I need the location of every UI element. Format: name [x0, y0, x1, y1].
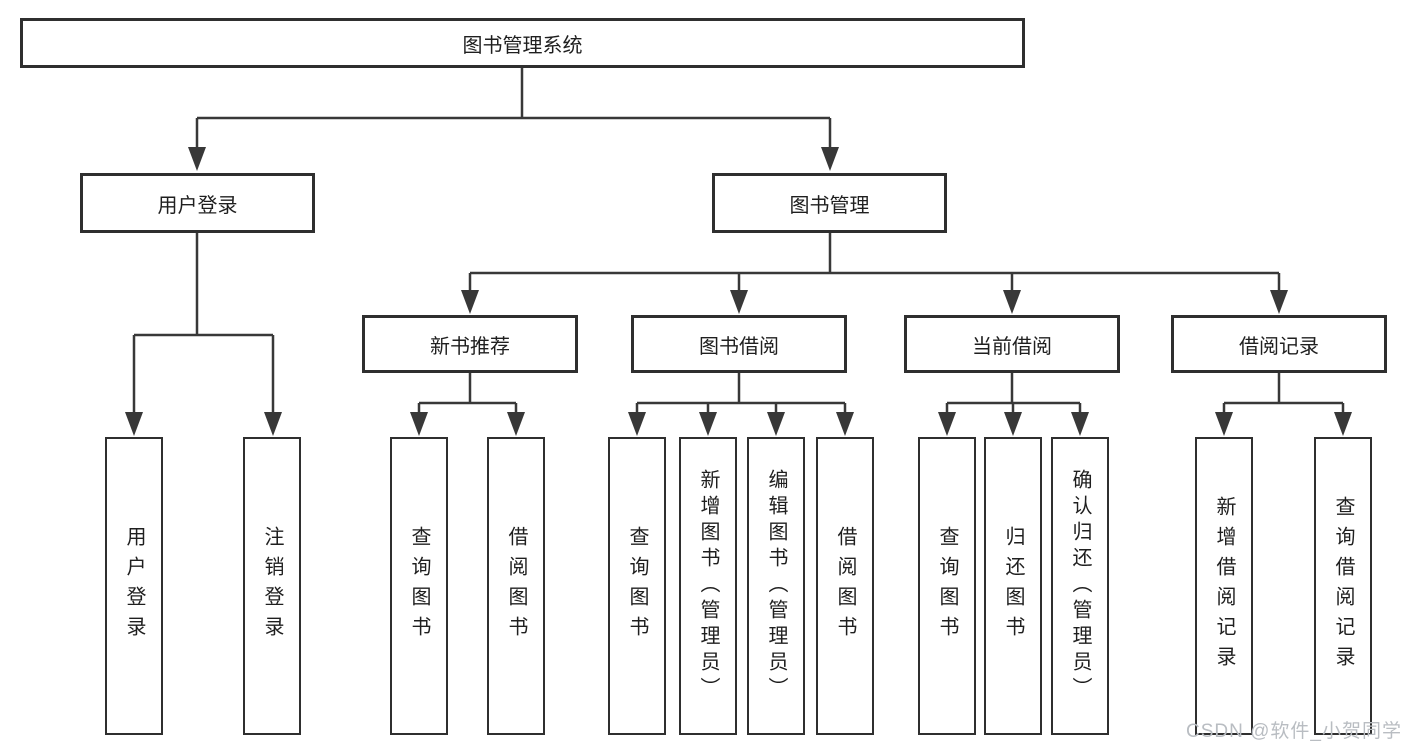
node-logout: 注销登录: [243, 437, 301, 735]
node-cb-query-books: 查询图书: [918, 437, 976, 735]
node-new-book-recommend: 新书推荐: [362, 315, 578, 373]
node-br-query-record: 查询借阅记录: [1314, 437, 1372, 735]
node-label: 借阅图书: [834, 526, 856, 646]
node-bb-edit-books-admin: 编辑图书（管理员）: [747, 437, 805, 735]
csdn-watermark: CSDN @软件_小贺同学: [1186, 721, 1402, 742]
node-br-add-record: 新增借阅记录: [1195, 437, 1253, 735]
node-label: 用户登录: [157, 194, 238, 217]
node-label: 图书管理系统: [462, 34, 583, 57]
node-label: 当前借阅: [972, 335, 1052, 358]
node-book-borrow: 图书借阅: [631, 315, 847, 373]
connector-stems: [132, 68, 1345, 414]
node-current-borrow: 当前借阅: [904, 315, 1120, 373]
node-nb-query-books: 查询图书: [390, 437, 448, 735]
node-label: 查询图书: [408, 526, 430, 646]
node-bb-query-books: 查询图书: [608, 437, 666, 735]
node-user-login: 用户登录: [80, 173, 315, 233]
node-borrow-record: 借阅记录: [1171, 315, 1387, 373]
node-label: 用户登录: [123, 526, 145, 646]
node-cb-return-books: 归还图书: [984, 437, 1042, 735]
node-label: 查询图书: [936, 526, 958, 646]
node-cb-confirm-return-admin: 确认归还（管理员）: [1051, 437, 1109, 735]
node-label: 图书管理: [789, 194, 870, 217]
node-book-management: 图书管理: [712, 173, 947, 233]
arrowhead-icons: [125, 147, 1352, 436]
node-label: 图书借阅: [699, 335, 779, 358]
node-label: 新增借阅记录: [1213, 496, 1235, 676]
node-label: 查询图书: [626, 526, 648, 646]
node-label: 编辑图书（管理员）: [765, 469, 787, 703]
node-label: 新增图书（管理员）: [697, 469, 719, 703]
node-label: 借阅记录: [1239, 335, 1319, 358]
node-label: 查询借阅记录: [1332, 496, 1354, 676]
node-label: 确认归还（管理员）: [1069, 469, 1091, 703]
node-library-system: 图书管理系统: [20, 18, 1025, 68]
node-nb-borrow-books: 借阅图书: [487, 437, 545, 735]
node-label: 新书推荐: [430, 335, 510, 358]
node-user-login-leaf: 用户登录: [105, 437, 163, 735]
node-bb-add-books-admin: 新增图书（管理员）: [679, 437, 737, 735]
node-label: 注销登录: [261, 526, 283, 646]
node-label: 借阅图书: [505, 526, 527, 646]
node-label: 归还图书: [1002, 526, 1024, 646]
node-bb-borrow-books: 借阅图书: [816, 437, 874, 735]
